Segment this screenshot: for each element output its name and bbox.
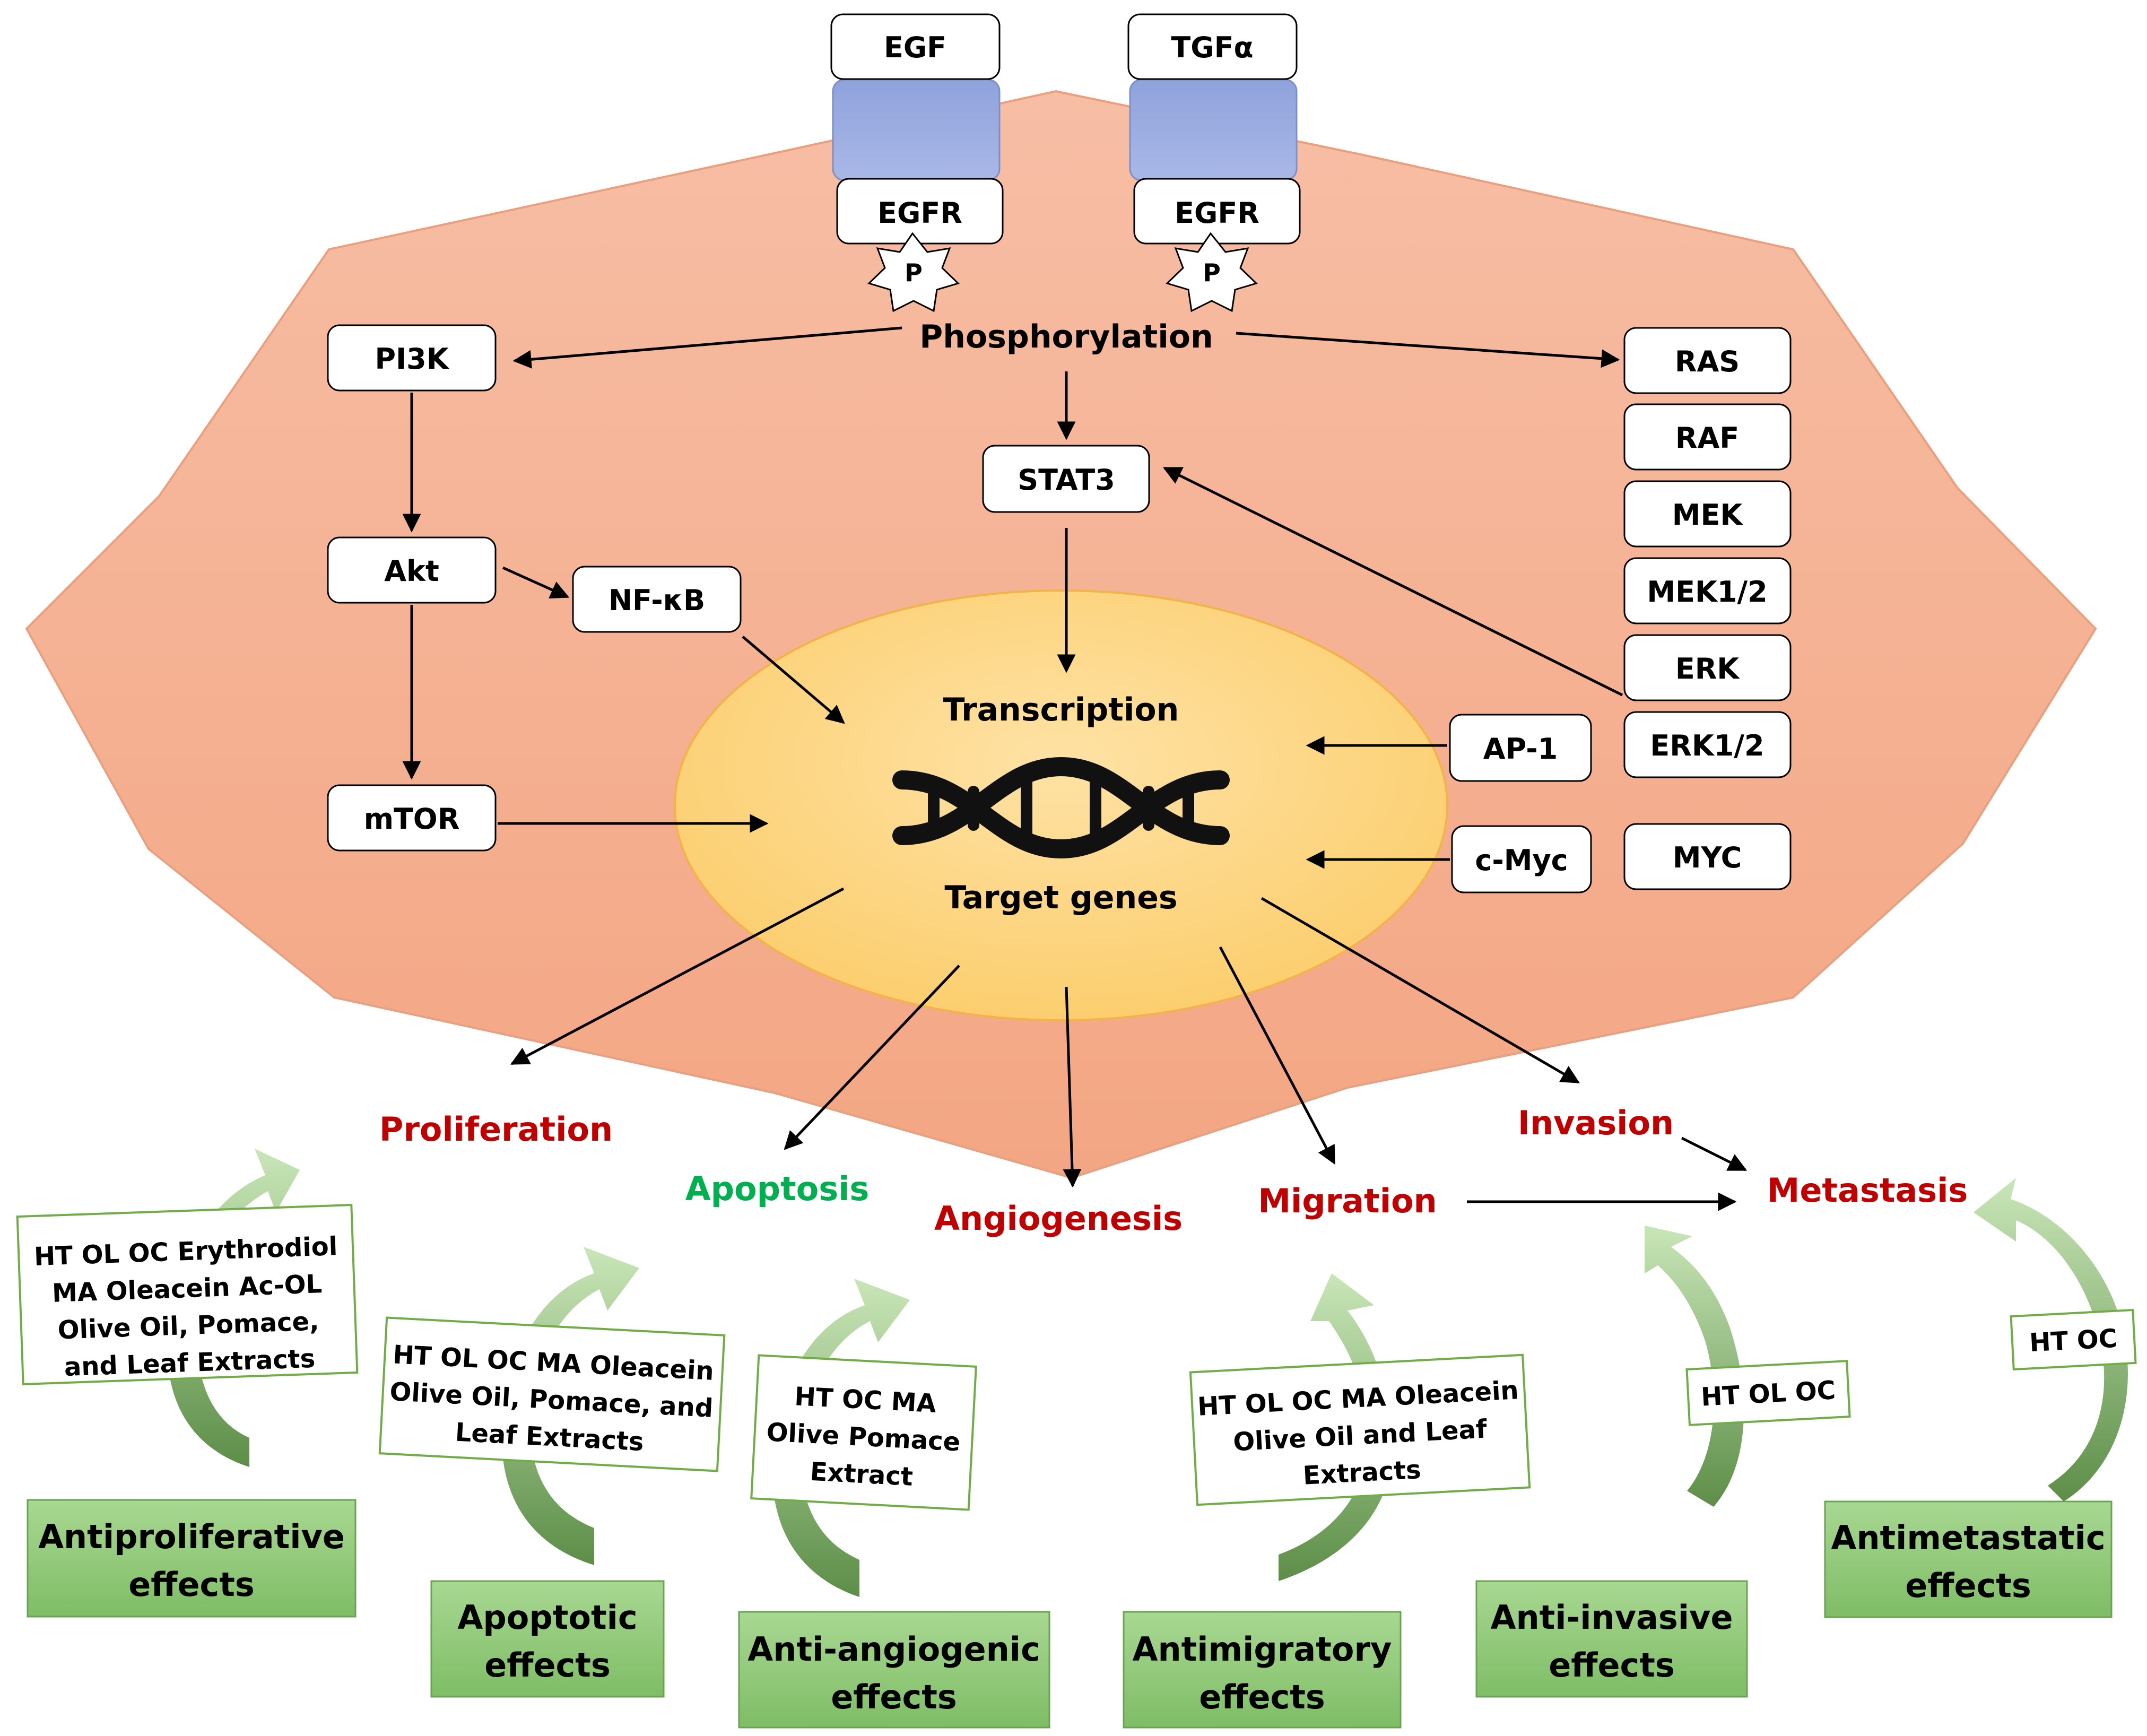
angiogenesis-label: Angiogenesis xyxy=(934,1199,1183,1238)
ap1-box: AP-1 xyxy=(1449,714,1592,782)
effect-text-1-line-2: effects xyxy=(128,1565,255,1604)
compound-box-anti-angiogenic: HT OC MA Olive Pomace Extract xyxy=(750,1354,977,1511)
stat3-box: STAT3 xyxy=(982,445,1150,513)
mek12-label: MEK1/2 xyxy=(1647,575,1767,609)
raf-box: RAF xyxy=(1623,403,1792,471)
compound-box-antiproliferative: HT OL OC Erythrodiol MA Oleacein Ac-OL O… xyxy=(16,1204,359,1385)
erk12-label: ERK1/2 xyxy=(1650,729,1764,762)
phospho-star-1: P xyxy=(867,232,960,313)
apoptosis-label: Apoptosis xyxy=(685,1169,870,1208)
mtor-label: mTOR xyxy=(364,802,460,836)
transcription-label: Transcription xyxy=(943,691,1179,728)
effect-text-6-line-2: effects xyxy=(1905,1566,2031,1605)
arrow-to-invasion xyxy=(1261,897,1580,1084)
raf-label: RAF xyxy=(1675,421,1739,455)
effect-box-antimigratory: Antimigratory effects xyxy=(1123,1611,1402,1729)
mek12-box: MEK1/2 xyxy=(1623,557,1792,624)
pi3k-label: PI3K xyxy=(375,342,449,376)
metastasis-label: Metastasis xyxy=(1767,1171,1968,1210)
effect-text-3-line-2: effects xyxy=(831,1678,957,1716)
effect-box-apoptotic: Apoptotic effects xyxy=(430,1580,665,1698)
egf-label: EGF xyxy=(884,31,946,64)
akt-label: Akt xyxy=(384,554,439,588)
proliferation-label: Proliferation xyxy=(379,1110,613,1149)
tgfa-ligand-box: TGFα xyxy=(1127,13,1298,80)
phosphorylation-label: Phosphorylation xyxy=(919,318,1213,355)
effect-box-antimetastatic: Antimetastatic effects xyxy=(1824,1500,2113,1618)
effect-text-4-line-2: effects xyxy=(1199,1678,1325,1716)
myc-box: MYC xyxy=(1623,823,1792,890)
effect-box-anti-invasive: Anti-invasive effects xyxy=(1475,1580,1748,1698)
arrow-to-angiogenesis xyxy=(1063,986,1082,1188)
akt-box: Akt xyxy=(327,536,497,604)
tgfa-label: TGFα xyxy=(1171,31,1253,64)
tgfa-receptor-complex: TGFα EGFR P xyxy=(1127,13,1301,313)
cmyc-label: c-Myc xyxy=(1475,844,1568,877)
dna-helix-icon xyxy=(892,757,1230,859)
effect-text-1-line-1: Antiproliferative xyxy=(38,1517,345,1556)
curved-arrow-antiproliferative xyxy=(167,1149,300,1467)
egfr-label-2: EGFR xyxy=(1175,196,1259,230)
arrow-to-proliferation xyxy=(510,887,845,1065)
migration-label: Migration xyxy=(1258,1182,1437,1220)
erk12-box: ERK1/2 xyxy=(1623,711,1792,778)
effect-text-6-line-1: Antimetastatic xyxy=(1831,1518,2105,1557)
arrow-phospho-pi3k xyxy=(512,326,902,369)
erk-label: ERK xyxy=(1675,652,1740,685)
compound-text-5-line-1: HT OL OC xyxy=(1700,1375,1836,1412)
arrow-akt-nfkb xyxy=(502,566,570,599)
ap1-label: AP-1 xyxy=(1483,732,1558,766)
curved-arrow-anti-invasive xyxy=(1645,1226,1744,1507)
nucleus xyxy=(674,589,1448,1021)
curved-arrow-antimetastatic xyxy=(1974,1178,2128,1501)
curved-arrow-antimigratory xyxy=(1279,1273,1393,1581)
egf-receptor-complex: EGF EGFR P xyxy=(830,13,1004,313)
egfr-label-1: EGFR xyxy=(877,196,962,230)
compound-text-3-line-1: HT OC MA xyxy=(794,1382,937,1419)
myc-label: MYC xyxy=(1673,841,1742,874)
compound-box-antimigratory: HT OL OC MA Oleacein Olive Oil and Leaf … xyxy=(1189,1353,1531,1506)
stat3-label: STAT3 xyxy=(1018,463,1115,497)
egfr-box-2: EGFR xyxy=(1133,178,1301,245)
erk-box: ERK xyxy=(1623,634,1792,701)
compound-text-3-line-3: Extract xyxy=(809,1457,914,1492)
phospho-label-2: P xyxy=(1203,258,1221,287)
nfkb-label: NF-κB xyxy=(609,584,705,617)
effect-text-2-line-2: effects xyxy=(484,1646,611,1685)
compound-text-4-line-3: Extracts xyxy=(1302,1455,1422,1491)
effect-text-5-line-1: Anti-invasive xyxy=(1490,1598,1733,1637)
cmyc-box: c-Myc xyxy=(1451,825,1592,893)
target-genes-label: Target genes xyxy=(944,879,1177,916)
egf-ligand-box: EGF xyxy=(830,13,1001,80)
arrow-phospho-ras xyxy=(1236,332,1620,368)
arrow-to-migration xyxy=(1219,946,1336,1165)
compound-box-antimetastatic: HT OC xyxy=(2010,1308,2137,1371)
effect-text-5-line-2: effects xyxy=(1549,1646,1675,1685)
arrow-invasion-metastasis xyxy=(1681,1136,1748,1171)
mtor-box: mTOR xyxy=(327,784,497,852)
compound-box-anti-invasive: HT OL OC xyxy=(1685,1360,1851,1426)
arrow-to-apoptosis xyxy=(784,965,960,1150)
effect-text-3-line-1: Anti-angiogenic xyxy=(747,1630,1040,1669)
arrow-erk12-stat3 xyxy=(1162,466,1623,697)
effect-box-anti-angiogenic: Anti-angiogenic effects xyxy=(738,1611,1050,1729)
effect-text-4-line-1: Antimigratory xyxy=(1133,1630,1392,1669)
phospho-label-1: P xyxy=(905,258,923,287)
phospho-star-2: P xyxy=(1166,232,1258,313)
ras-label: RAS xyxy=(1675,345,1740,378)
nfkb-box: NF-κB xyxy=(572,566,742,633)
pi3k-box: PI3K xyxy=(327,324,497,392)
invasion-label: Invasion xyxy=(1518,1104,1674,1142)
compound-box-apoptotic: HT OL OC MA Oleacein Olive Oil, Pomace, … xyxy=(378,1316,726,1472)
compound-text-6-line-1: HT OC xyxy=(2029,1324,2118,1358)
effect-box-antiproliferative: Antiproliferative effects xyxy=(27,1499,357,1618)
ras-box: RAS xyxy=(1623,327,1792,394)
effect-text-2-line-1: Apoptotic xyxy=(457,1598,637,1637)
mek-box: MEK xyxy=(1623,480,1792,548)
signaling-arrows xyxy=(402,326,1748,1211)
mek-label: MEK xyxy=(1672,498,1744,532)
egfr-box-1: EGFR xyxy=(836,178,1004,245)
arrow-nfkb-nucleus xyxy=(742,636,845,724)
